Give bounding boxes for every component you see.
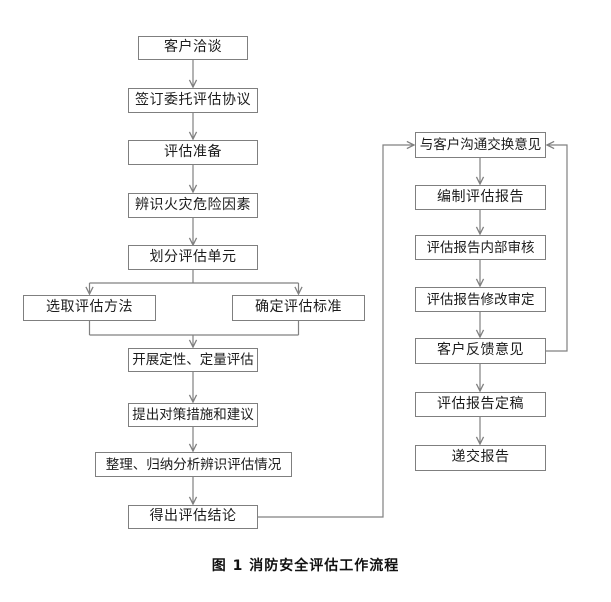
flow-node-select-assessment-methods: 选取评估方法: [23, 295, 156, 321]
edge-n11-n12: [258, 140, 416, 518]
flow-node-draw-assessment-conclusion: 得出评估结论: [128, 505, 258, 529]
flow-node-identify-fire-hazard-factors: 辨识火灾危险因素: [128, 193, 258, 218]
flow-node-customer-negotiation: 客户洽谈: [138, 36, 248, 60]
flow-node-divide-assessment-units: 划分评估单元: [128, 245, 258, 270]
flow-node-sign-assessment-agreement: 签订委托评估协议: [128, 88, 258, 113]
flow-node-report-internal-review: 评估报告内部审核: [415, 235, 546, 260]
flow-node-report-revision-approval: 评估报告修改审定: [415, 287, 546, 312]
figure-caption: 图 1 消防安全评估工作流程: [211, 558, 400, 574]
flow-node-prepare-assessment-report: 编制评估报告: [415, 185, 546, 210]
flow-node-propose-countermeasures-suggestions: 提出对策措施和建议: [128, 403, 258, 427]
flow-node-determine-assessment-criteria: 确定评估标准: [232, 295, 365, 321]
flow-node-conduct-qualitative-quantitative-assessment: 开展定性、定量评估: [128, 348, 258, 372]
flow-node-organize-analyze-assessment-findings: 整理、归纳分析辨识评估情况: [95, 452, 292, 477]
flow-node-submit-report: 递交报告: [415, 445, 546, 471]
flow-node-communicate-exchange-opinions-with-customer: 与客户沟通交换意见: [415, 132, 546, 158]
edge-n16-n12-feedback: [545, 140, 568, 352]
flow-node-assessment-preparation: 评估准备: [128, 140, 258, 165]
flow-node-finalize-assessment-report: 评估报告定稿: [415, 392, 546, 417]
flow-node-customer-feedback: 客户反馈意见: [415, 338, 546, 364]
